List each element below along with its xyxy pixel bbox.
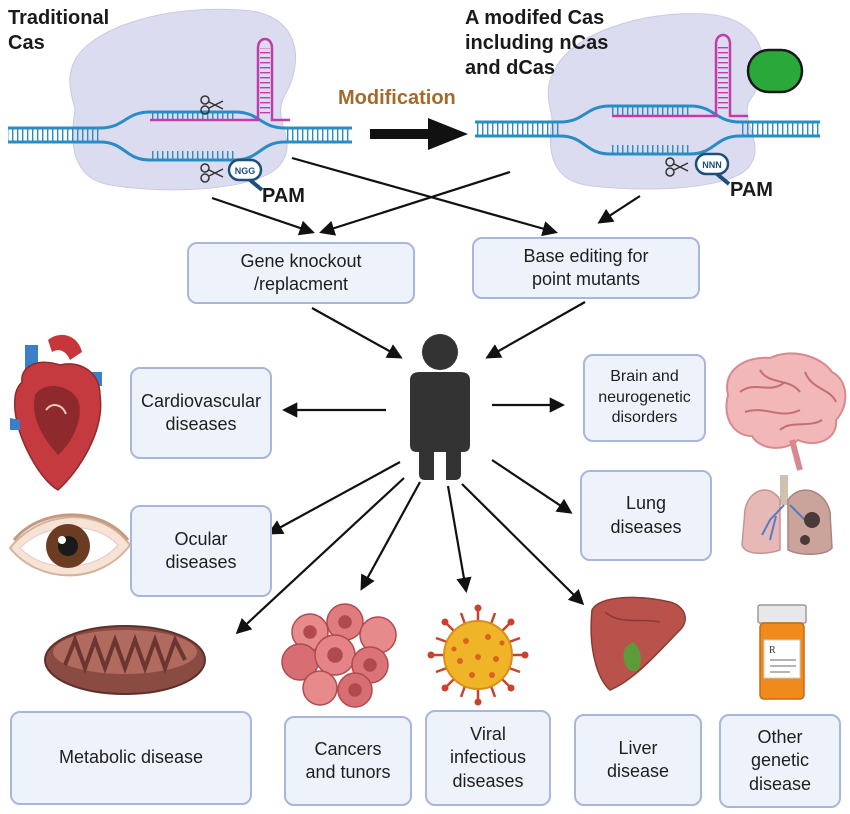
pam-label-right: PAM	[730, 179, 773, 201]
arrow	[211, 196, 315, 236]
pam-tag-right: NNN	[694, 152, 731, 186]
metabolic-box: Metabolic disease	[10, 711, 252, 805]
mitochondrion-icon	[44, 625, 206, 695]
scissors-icon	[200, 163, 224, 183]
arrow	[446, 485, 472, 594]
arrow	[311, 307, 403, 359]
nnn-label: NNN	[702, 160, 722, 170]
dna-double-strand-left	[8, 110, 352, 162]
arrow	[597, 195, 641, 224]
arrow	[491, 459, 573, 514]
ngg-label: NGG	[235, 166, 256, 176]
traditional-cas-complex: NGG PAM	[8, 8, 352, 207]
arrow	[267, 461, 401, 535]
cancers-box: Cancers and tunors	[284, 716, 412, 806]
cardiovascular-box: Cardiovascular diseases	[130, 367, 272, 459]
liver-icon	[590, 596, 686, 691]
arrow	[235, 477, 405, 635]
guide-rna-right	[612, 33, 748, 118]
modification-arrow	[370, 118, 468, 150]
arrow	[291, 156, 558, 237]
eye-icon	[8, 513, 132, 577]
base-editing-box: Base editing for point mutants	[472, 237, 700, 299]
modified-cas-complex: NNN PAM	[475, 13, 820, 201]
arrow	[319, 170, 511, 236]
gene-knockout-box: Gene knockout /replacment	[187, 242, 415, 304]
pam-tag-left: NGG	[227, 158, 264, 192]
pill-bottle-icon: R	[757, 604, 807, 700]
arrow	[461, 483, 585, 606]
svg-text:R: R	[769, 645, 776, 656]
flow-arrows	[211, 156, 641, 635]
effector-domain	[746, 48, 804, 94]
heart-icon	[10, 334, 102, 491]
modification-label: Modification	[338, 87, 456, 109]
arrow	[485, 301, 586, 359]
viral-box: Viral infectious diseases	[425, 710, 551, 806]
modified-cas-title: A modifed Cas including nCas and dCas	[465, 7, 609, 79]
virus-icon	[427, 604, 529, 706]
ocular-box: Ocular diseases	[130, 505, 272, 597]
tumor-cells-icon	[281, 603, 397, 708]
scissors-icon	[665, 157, 689, 177]
guide-rna-left	[150, 37, 290, 122]
lung-icon	[741, 475, 833, 555]
other-genetic-box: Other genetic disease	[719, 714, 841, 808]
dna-double-strand-right	[475, 104, 820, 156]
lung-box: Lung diseases	[580, 470, 712, 561]
pam-label-left: PAM	[262, 185, 305, 207]
cas-protein-blob	[547, 13, 764, 190]
arrow	[360, 481, 421, 591]
brain-icon	[725, 352, 847, 471]
traditional-cas-title: Traditional Cas	[8, 7, 110, 54]
brain-disorders-box: Brain and neurogenetic disorders	[583, 354, 706, 442]
liver-box: Liver disease	[574, 714, 702, 806]
scissors-icon	[200, 95, 224, 115]
person-icon	[410, 334, 470, 480]
